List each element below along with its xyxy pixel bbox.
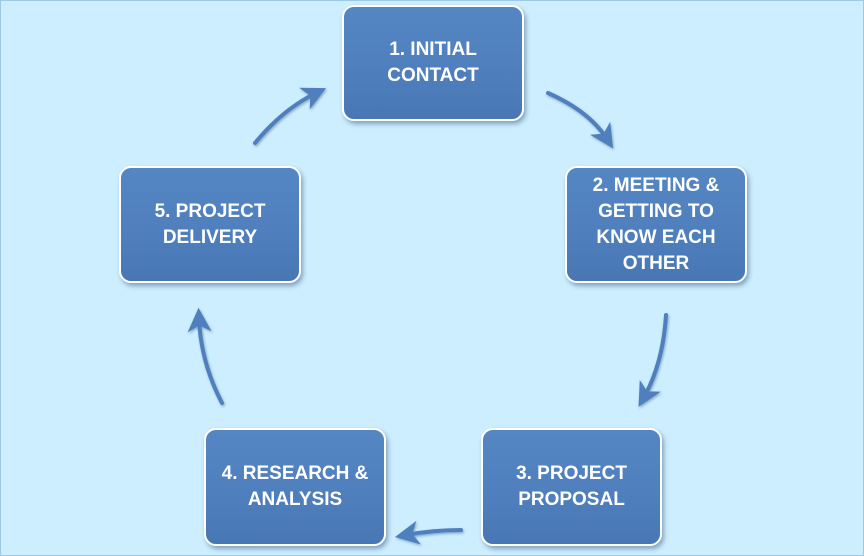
step-research-analysis: 4. RESEARCH & ANALYSIS <box>204 428 386 546</box>
arrow-step3-to-step4 <box>394 520 463 545</box>
step-meeting: 2. MEETING & GETTING TO KNOW EACH OTHER <box>565 166 747 283</box>
arrow-step4-to-step5 <box>187 307 224 405</box>
arrow-step2-to-step3 <box>638 313 668 407</box>
step-label: 1. INITIAL CONTACT <box>387 39 479 86</box>
step-label: 2. MEETING & GETTING TO KNOW EACH OTHER <box>592 174 720 274</box>
arrow-step5-to-step1 <box>253 87 327 145</box>
step-project-proposal: 3. PROJECT PROPOSAL <box>481 428 662 546</box>
step-label: 4. RESEARCH & ANALYSIS <box>221 463 369 510</box>
arrow-step1-to-step2 <box>546 91 614 149</box>
step-project-delivery: 5. PROJECT DELIVERY <box>119 166 301 283</box>
step-label: 3. PROJECT PROPOSAL <box>516 463 627 510</box>
step-label: 5. PROJECT DELIVERY <box>154 200 266 248</box>
step-initial-contact: 1. INITIAL CONTACT <box>342 5 524 121</box>
